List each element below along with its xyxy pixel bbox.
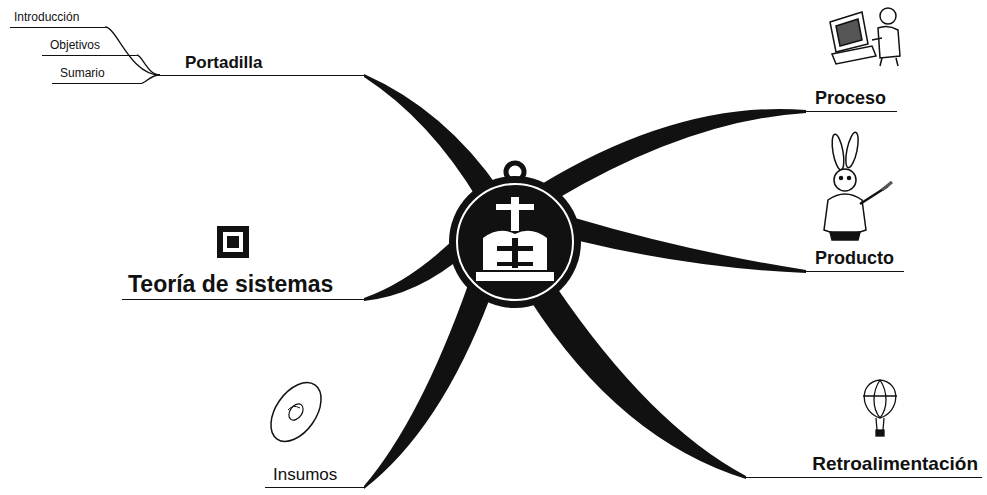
rabbit-magician-icon xyxy=(824,131,892,240)
subtopic-connector xyxy=(137,55,160,75)
branch xyxy=(540,109,806,200)
topic-label: Portadilla xyxy=(185,53,262,73)
topic-label: Producto xyxy=(815,248,894,269)
subtopic-connector xyxy=(142,75,160,83)
topic-label: Introducción xyxy=(14,11,79,25)
subtopic: Objetivos xyxy=(42,39,137,56)
branch-topic: Insumos xyxy=(265,465,365,488)
branch xyxy=(530,285,746,479)
branch xyxy=(575,218,806,273)
branches xyxy=(364,74,806,489)
branch-topic: Producto xyxy=(805,248,904,272)
main-topic: Teoría de sistemas xyxy=(122,271,365,300)
topic-label: Objetivos xyxy=(50,39,100,53)
topic-label: Retroalimentación xyxy=(812,453,978,475)
computer-user-icon xyxy=(830,8,900,66)
topic-label: Proceso xyxy=(815,88,886,109)
branch xyxy=(364,285,490,489)
disc-icon xyxy=(261,373,332,450)
systems-square-icon xyxy=(217,226,249,258)
topic-label: Insumos xyxy=(273,465,337,485)
subtopic-connector xyxy=(105,27,160,75)
balloon-icon xyxy=(863,380,897,436)
branch xyxy=(364,74,500,200)
branch-topic: Proceso xyxy=(805,88,897,112)
topic-label: Sumario xyxy=(60,67,105,81)
topic-label: Teoría de sistemas xyxy=(128,271,333,297)
section-topic: Portadilla xyxy=(160,53,365,76)
subtopic: Introducción xyxy=(10,11,105,28)
subtopic: Sumario xyxy=(52,67,142,84)
crown-medallion xyxy=(449,163,581,308)
branch-topic: Retroalimentación xyxy=(744,453,982,478)
